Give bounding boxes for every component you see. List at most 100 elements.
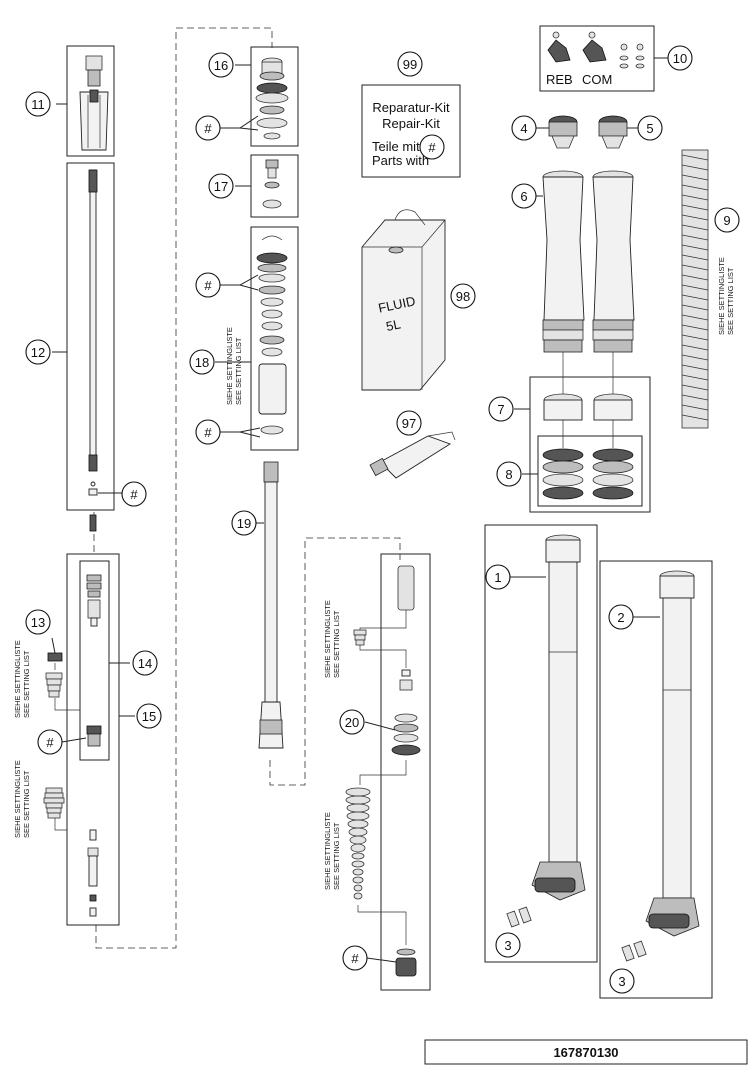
part-4-reb-top-cap (548, 115, 578, 149)
svg-text:15: 15 (142, 709, 156, 724)
svg-text:SEE SETTING LIST: SEE SETTING LIST (234, 337, 243, 405)
part-5-com-top-cap (598, 115, 628, 149)
callout-17 (208, 173, 234, 199)
part-12-piston-rod (88, 169, 98, 532)
setting-list-label-18: SIEHE SETTINGLISTE SEE SETTING LIST (225, 327, 243, 405)
svg-text:18: 18 (195, 355, 209, 370)
callout-5 (637, 115, 663, 141)
callout-12 (25, 339, 51, 365)
repair-kit-box (361, 84, 461, 178)
part-15-shim-stack (43, 787, 65, 819)
repair-kit-line3: Teile mit (372, 139, 420, 154)
svg-text:SIEHE SETTINGLISTE: SIEHE SETTINGLISTE (323, 600, 332, 678)
svg-text:9: 9 (723, 213, 730, 228)
callout-15 (136, 703, 162, 729)
box-part-1 (484, 524, 598, 963)
callout-10 (667, 45, 693, 71)
setting-list-label-20b: SIEHE SETTINGLISTE SEE SETTING LIST (323, 812, 341, 890)
callout-99 (397, 51, 423, 77)
part-19-cartridge-tube (258, 461, 284, 749)
svg-text:17: 17 (214, 179, 228, 194)
svg-text:SEE SETTING LIST: SEE SETTING LIST (22, 650, 31, 718)
svg-text:98: 98 (456, 289, 470, 304)
callout-hash-18b (195, 419, 221, 445)
svg-text:12: 12 (31, 345, 45, 360)
svg-text:SIEHE SETTINGLISTE: SIEHE SETTINGLISTE (323, 812, 332, 890)
svg-text:97: 97 (402, 416, 416, 431)
setting-list-label-20a: SIEHE SETTINGLISTE SEE SETTING LIST (323, 600, 341, 678)
part-6-fork-tubes-left (542, 170, 585, 353)
svg-text:#: # (428, 140, 436, 155)
callout-98 (450, 283, 476, 309)
svg-text:SEE SETTING LIST: SEE SETTING LIST (332, 610, 341, 678)
part-14-cartridge-parts (86, 574, 102, 747)
part-10-adjuster-caps (547, 31, 645, 69)
callout-4 (511, 115, 537, 141)
part-17-valve (262, 159, 282, 209)
callout-hash-18a (195, 272, 221, 298)
svg-text:SEE SETTING LIST: SEE SETTING LIST (332, 822, 341, 890)
part-13-shim-stack (45, 652, 63, 698)
part-3-axle-bolts-left (506, 906, 532, 928)
svg-text:SIEHE SETTINGLISTE: SIEHE SETTINGLISTE (13, 640, 22, 718)
callout-hash-14 (37, 729, 63, 755)
svg-text:3: 3 (618, 974, 625, 989)
connector-cartridge-to-damper (95, 27, 273, 949)
svg-text:#: # (130, 487, 138, 502)
svg-text:8: 8 (505, 467, 512, 482)
part-2-outer-tube-right (645, 570, 700, 937)
part-20-tall-shim-stack (345, 787, 371, 900)
box-part-18 (250, 226, 299, 451)
callout-7 (488, 396, 514, 422)
part-15-lower-valve (87, 829, 99, 917)
repair-kit-line2: Repair-Kit (382, 116, 440, 131)
setting-list-label-13: SIEHE SETTINGLISTE SEE SETTING LIST (13, 640, 31, 718)
callout-9 (714, 207, 740, 233)
callout-18 (189, 349, 215, 375)
box-part-20 (380, 553, 431, 991)
svg-text:2: 2 (617, 610, 624, 625)
svg-text:SEE SETTING LIST: SEE SETTING LIST (22, 770, 31, 838)
svg-text:6: 6 (520, 189, 527, 204)
callout-14 (132, 650, 158, 676)
callout-hash-20 (342, 945, 368, 971)
setting-list-label-15: SIEHE SETTINGLISTE SEE SETTING LIST (13, 760, 31, 838)
callout-hash-99 (419, 134, 445, 160)
part-3-axle-bolts-right (621, 940, 647, 962)
cap-label-com: COM (582, 72, 612, 87)
part-8-seals (542, 420, 634, 500)
callout-19 (231, 510, 257, 536)
box-part-8 (537, 435, 643, 507)
svg-text:4: 4 (520, 121, 527, 136)
part-9-spring (681, 149, 709, 429)
part-11-top-cap (79, 55, 109, 151)
box-part-12 (66, 162, 115, 511)
callout-16 (208, 52, 234, 78)
svg-text:#: # (204, 278, 212, 293)
svg-text:SEE SETTING LIST: SEE SETTING LIST (726, 267, 735, 335)
part-98-fluid-can: FLUID 5L (361, 209, 446, 391)
callout-13 (25, 609, 51, 635)
drawing-number-box (424, 1039, 748, 1065)
part-20-base-valve (345, 565, 421, 977)
svg-text:1: 1 (494, 570, 501, 585)
box-part-15 (66, 553, 120, 926)
callout-hash-12 (121, 481, 147, 507)
svg-text:#: # (204, 425, 212, 440)
repair-kit-line1: Reparatur-Kit (372, 100, 450, 115)
part-7-bushings (543, 352, 633, 421)
svg-text:#: # (351, 951, 359, 966)
callout-97 (396, 410, 422, 436)
svg-text:SIEHE SETTINGLISTE: SIEHE SETTINGLISTE (225, 327, 234, 405)
svg-text:SIEHE SETTINGLISTE: SIEHE SETTINGLISTE (13, 760, 22, 838)
svg-text:5: 5 (646, 121, 653, 136)
svg-text:13: 13 (31, 615, 45, 630)
part-16-top-assembly (255, 57, 289, 140)
box-part-7 (529, 376, 651, 513)
callout-3a (495, 932, 521, 958)
svg-text:14: 14 (138, 656, 152, 671)
part-6-fork-tubes-right (592, 170, 635, 353)
callout-8 (496, 461, 522, 487)
part-18-damper-stack (256, 235, 288, 435)
